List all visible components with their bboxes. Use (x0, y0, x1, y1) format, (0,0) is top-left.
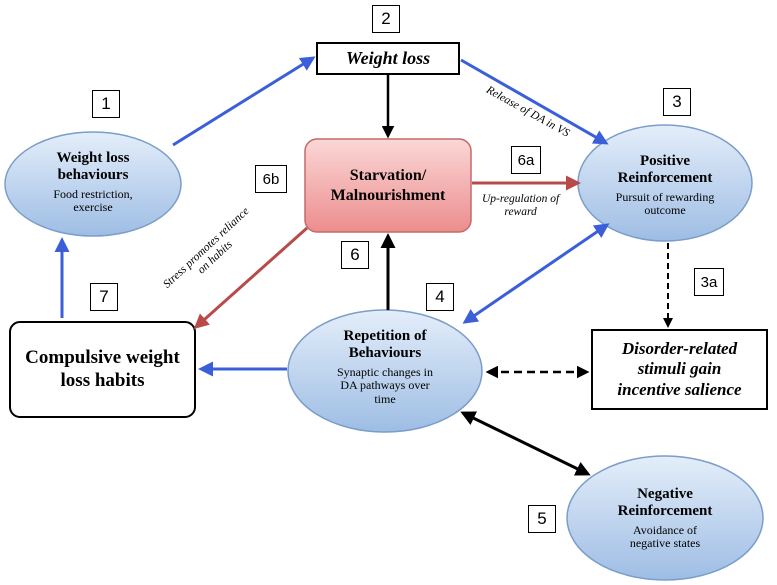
step-number-6a: 6a (511, 146, 541, 174)
positive-reinforcement-subtitle-1: Pursuit of rewarding (615, 189, 715, 204)
negative-reinforcement-subtitle-1: Avoidance of (632, 522, 698, 537)
incentive-salience-line2: stimuli gain (637, 359, 722, 379)
weight-loss-behaviours-title-1: Weight loss (56, 150, 130, 166)
step-number-6b: 6b (255, 165, 287, 193)
compulsive-habits-line2: loss habits (60, 369, 145, 391)
step-number-6: 6 (341, 241, 369, 269)
repetition-title-2: Behaviours (348, 345, 422, 362)
incentive-salience-line3: incentive salience (617, 379, 742, 399)
compulsive-habits-line1: Compulsive weight (25, 346, 180, 368)
positive-reinforcement-title-1: Positive (640, 153, 690, 169)
arrow-weight-loss-to-positive (460, 58, 609, 145)
upregulation-line1: Up-regulation of (482, 193, 560, 205)
step-number-3: 3 (663, 88, 691, 116)
weight-loss-behaviours-label: Weight loss behaviours Food restriction,… (20, 150, 166, 215)
weight-loss-label: Weight loss (345, 47, 431, 68)
weight-loss-behaviours-subtitle-2: exercise (73, 200, 113, 215)
upregulation-line2: reward (504, 206, 537, 219)
upregulation-label: Up-regulation of reward (482, 193, 559, 219)
repetition-subtitle-3: time (374, 392, 396, 407)
negative-reinforcement-title-2: Reinforcement (617, 503, 713, 520)
compulsive-habits-box (9, 321, 196, 418)
positive-reinforcement-title-2: Reinforcement (617, 170, 713, 187)
positive-reinforcement-label: Positive Reinforcement Pursuit of reward… (590, 153, 740, 218)
arrow-positive-repetition (462, 223, 610, 324)
arrow-starvation-to-compulsive (193, 226, 308, 329)
negative-reinforcement-label: Negative Reinforcement Avoidance of nega… (590, 486, 740, 551)
repetition-title-1: Repetition of (343, 328, 427, 344)
step-number-4: 4 (426, 283, 454, 311)
incentive-salience-label: Disorder-related stimuli gain incentive … (592, 330, 767, 409)
incentive-salience-box (591, 329, 768, 410)
incentive-salience-line1: Disorder-related (621, 338, 738, 358)
starvation-label-line2: Malnourishment (330, 186, 446, 204)
step-number-1: 1 (92, 90, 120, 118)
step-number-5: 5 (528, 505, 556, 533)
repetition-subtitle-2: DA pathways over (340, 378, 430, 393)
compulsive-habits-label: Compulsive weight loss habits (10, 322, 195, 417)
step-number-2: 2 (372, 5, 400, 33)
starvation-box (304, 138, 472, 233)
repetition-label: Repetition of Behaviours Synaptic change… (300, 328, 470, 407)
starvation-label: Starvation/ Malnourishment (305, 139, 471, 232)
repetition-subtitle-1: Synaptic changes in (337, 364, 433, 379)
weight-loss-box (316, 42, 460, 75)
negative-reinforcement-title-1: Negative (637, 486, 693, 502)
weight-loss-behaviours-title-2: behaviours (57, 167, 129, 184)
arrow-repetition-negative (460, 411, 591, 476)
step-number-7: 7 (90, 283, 118, 311)
weight-loss-behaviours-subtitle-1: Food restriction, (53, 186, 133, 201)
repetition-ellipse (287, 309, 483, 433)
positive-reinforcement-subtitle-2: outcome (644, 203, 686, 218)
starvation-label-line1: Starvation/ (349, 167, 427, 185)
weight-loss-behaviours-ellipse (4, 131, 182, 237)
step-number-3a: 3a (694, 268, 724, 296)
negative-reinforcement-subtitle-2: negative states (629, 536, 701, 551)
negative-reinforcement-ellipse (566, 455, 764, 581)
arrow-behaviours-to-weight-loss (172, 56, 316, 147)
